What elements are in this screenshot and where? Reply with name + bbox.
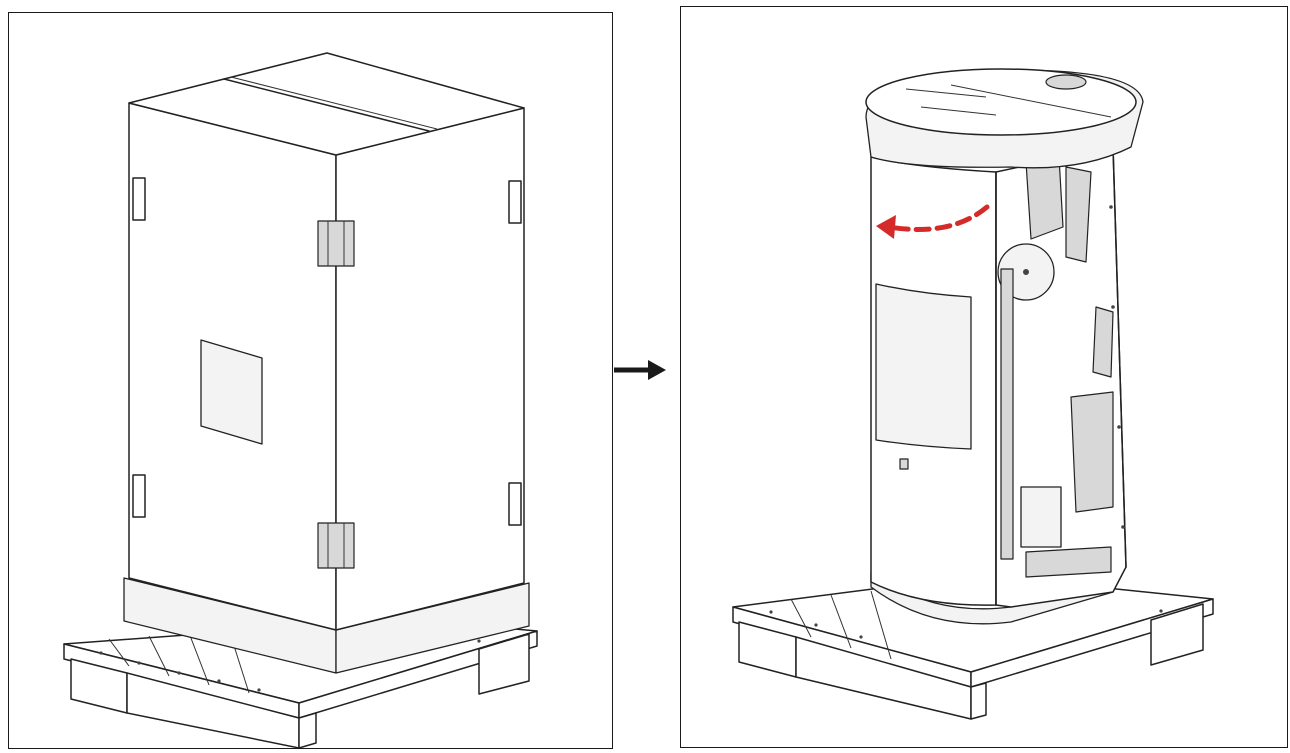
internal-box — [1020, 486, 1062, 548]
stove-side-window — [875, 283, 972, 450]
pallet-runner-front — [126, 672, 300, 748]
corner-clip — [132, 474, 146, 518]
cardboard-box — [123, 52, 530, 674]
pallet-leg-corner — [970, 682, 987, 720]
panel-unpacked-stove — [680, 6, 1288, 748]
pallet-leg-back-right — [478, 633, 530, 695]
brand-mark — [899, 458, 909, 470]
flue-outlet — [1045, 74, 1087, 90]
corner-clip — [508, 482, 522, 526]
corner-clip — [132, 177, 146, 221]
stove-top — [865, 68, 1144, 169]
pallet-leg-back-right — [1150, 603, 1204, 666]
corner-clip — [508, 180, 522, 224]
curved-dashed-arrow-icon — [876, 204, 990, 239]
right-arrow-icon — [614, 360, 666, 380]
panel-packaged-box — [8, 12, 613, 749]
corner-strap — [317, 220, 355, 267]
box-base-side — [335, 582, 530, 674]
stove-body — [870, 146, 1127, 625]
internal-duct — [1025, 156, 1064, 240]
box-side-face — [335, 107, 525, 631]
stove-top-lid — [865, 68, 1137, 136]
internal-tray — [1025, 546, 1112, 578]
pallet-deck-side — [298, 630, 538, 719]
internal-rail — [1000, 268, 1014, 560]
box-handle-window — [200, 339, 263, 445]
internal-motor — [1070, 391, 1114, 513]
internal-bracket — [1092, 306, 1114, 378]
corner-strap — [317, 522, 355, 569]
packaged-box-illustration — [63, 52, 538, 748]
stove-illustration — [732, 68, 1214, 720]
pallet-leg-corner — [298, 712, 317, 748]
internal-hopper — [1065, 166, 1092, 263]
